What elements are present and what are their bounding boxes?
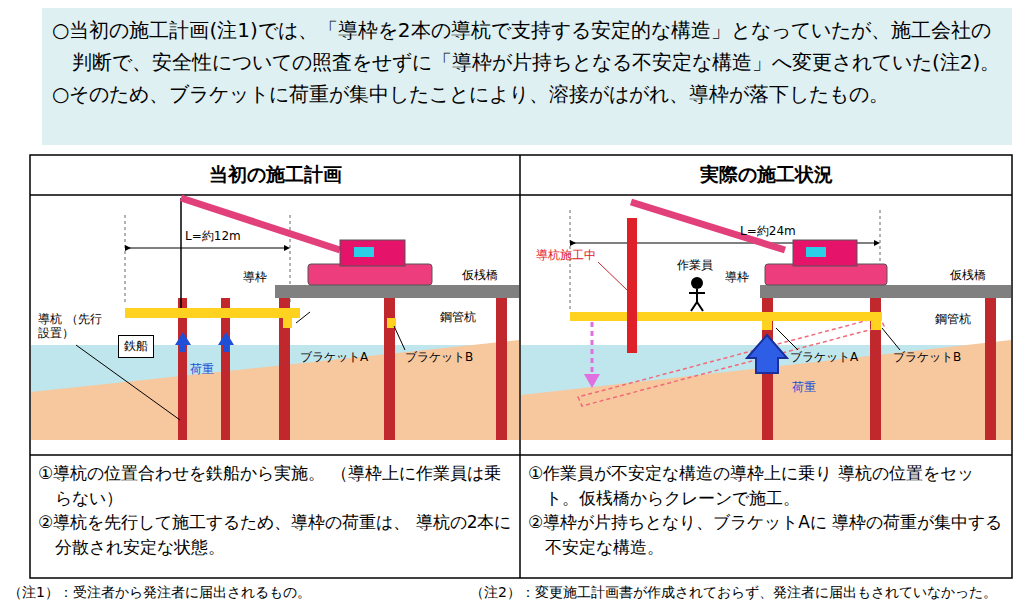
node-text: ②導枠が片持ちとなり、ブラケットAに 導枠の荷重が集中する不安定な構造。	[528, 510, 1004, 559]
summary-box: ○当初の施工計画(注1)では、「導枠を2本の導杭で支持する安定的な構造」となって…	[42, 10, 1012, 145]
part-label: ブラケットB	[893, 350, 961, 364]
part-label: 仮桟橋	[950, 268, 986, 282]
description-cell: ①導杭の位置合わせを鉄船から実施。 （導枠上に作業員は乗らない）②導杭を先行して…	[30, 455, 520, 578]
ship-box: 鉄船	[118, 335, 154, 358]
part-label: 導杭施工中	[536, 248, 596, 262]
part-label: L=約12m	[185, 229, 241, 243]
part-label: 導枠	[725, 270, 749, 284]
part-label: 導杭 （先行設置）	[38, 312, 108, 341]
node-text: 鉄船	[124, 338, 148, 355]
header-cell: 実際の施工状況	[520, 155, 1012, 195]
part-label: 鋼管杭	[440, 310, 476, 324]
part-label: 作業員	[677, 258, 713, 272]
part-label: 導枠	[243, 270, 267, 284]
footnote: （注1）：受注者から発注者に届出されるもの。	[8, 584, 311, 601]
node-text: ②導杭を先行して施工するため、導枠の荷重は、 導杭の2本に分散され安定な状態。	[38, 510, 512, 559]
node-text: 当初の施工計画	[209, 161, 342, 189]
part-label: 仮桟橋	[462, 268, 498, 282]
header-cell: 当初の施工計画	[30, 155, 520, 195]
part-label: ブラケットA	[300, 350, 368, 364]
description-cell: ①作業員が不安定な構造の導枠上に乗り 導杭の位置をセット。仮桟橋からクレーンで施…	[520, 455, 1012, 578]
footnote: （注2）：変更施工計画書が作成されておらず、発注者に届出もされていなかった。	[470, 584, 997, 601]
part-label: 鋼管杭	[935, 312, 971, 326]
node-text: ①導杭の位置合わせを鉄船から実施。 （導枠上に作業員は乗らない）	[38, 461, 512, 510]
part-label: 荷重	[792, 380, 816, 394]
node-text: ○当初の施工計画(注1)では、「導枠を2本の導杭で支持する安定的な構造」となって…	[52, 14, 1002, 78]
node-text: ○そのため、ブラケットに荷重が集中したことにより、溶接がはがれ、導枠が落下したも…	[52, 78, 1002, 110]
part-label: L=約24m	[740, 224, 796, 238]
node-text: ①作業員が不安定な構造の導枠上に乗り 導杭の位置をセット。仮桟橋からクレーンで施…	[528, 461, 1004, 510]
part-label: ブラケットB	[405, 350, 473, 364]
part-label: ブラケットA	[790, 350, 858, 364]
node-text: 実際の施工状況	[700, 161, 833, 189]
part-label: 荷重	[190, 362, 214, 376]
